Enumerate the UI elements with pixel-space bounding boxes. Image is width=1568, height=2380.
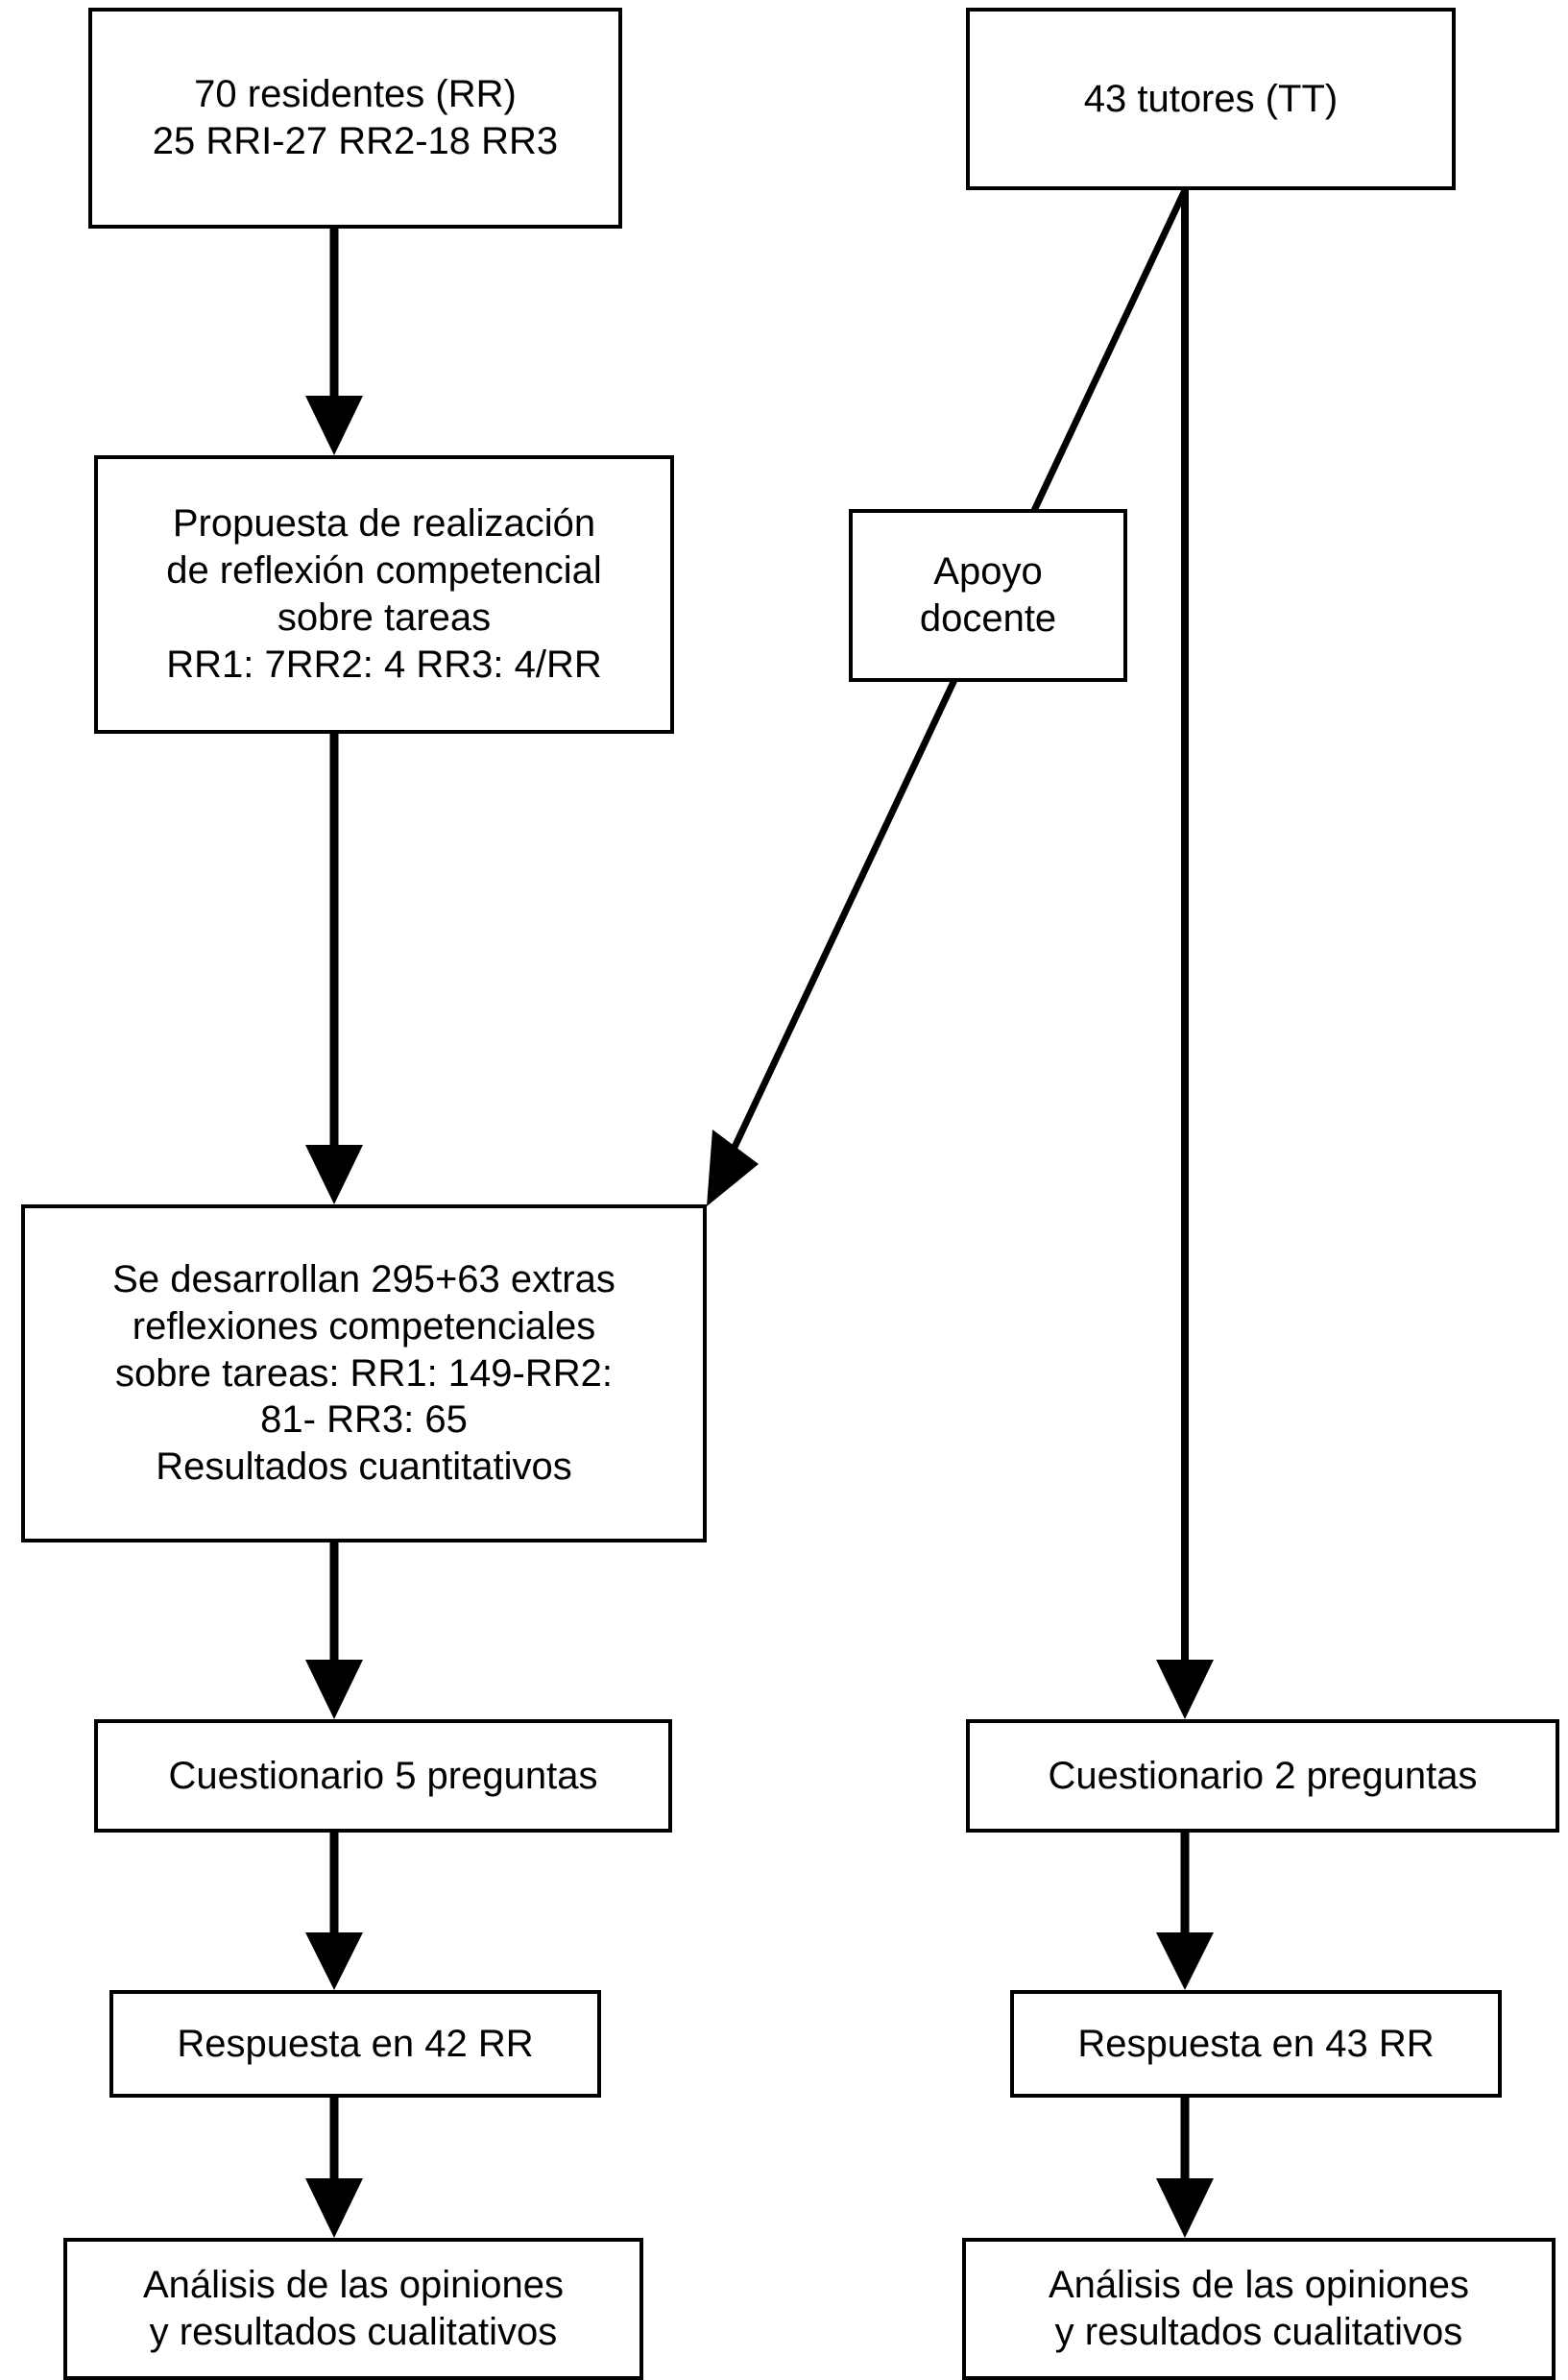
node-desarrollan-reflexiones: Se desarrollan 295+63 extras reflexiones… bbox=[21, 1204, 707, 1542]
node-analisis-opiniones-tutores: Análisis de las opiniones y resultados c… bbox=[962, 2238, 1556, 2380]
node-respuesta-43-rr: Respuesta en 43 RR bbox=[1010, 1990, 1502, 2098]
node-analisis-opiniones-residentes: Análisis de las opiniones y resultados c… bbox=[63, 2238, 643, 2380]
edge-cuestionario5-respuesta42 bbox=[305, 1833, 363, 1990]
node-cuestionario-5-preguntas: Cuestionario 5 preguntas bbox=[94, 1719, 672, 1833]
edge-tutores-cuestionario2 bbox=[1156, 190, 1214, 1719]
node-apoyo-docente: Apoyo docente bbox=[849, 509, 1127, 682]
node-tutores: 43 tutores (TT) bbox=[966, 8, 1456, 190]
edge-respuesta43-analisis2 bbox=[1156, 2098, 1214, 2238]
edge-cuestionario2-respuesta43 bbox=[1156, 1833, 1214, 1990]
edge-propuesta-desarrollan bbox=[305, 734, 363, 1204]
edge-tutores-desarrollan bbox=[707, 188, 1189, 1206]
edge-residentes-propuesta bbox=[305, 229, 363, 455]
edge-respuesta42-analisis1 bbox=[305, 2098, 363, 2238]
node-respuesta-42-rr: Respuesta en 42 RR bbox=[109, 1990, 601, 2098]
node-residentes: 70 residentes (RR) 25 RRI-27 RR2-18 RR3 bbox=[88, 8, 622, 229]
node-propuesta: Propuesta de realización de reflexión co… bbox=[94, 455, 674, 734]
edge-desarrollan-cuestionario5 bbox=[305, 1542, 363, 1719]
node-cuestionario-2-preguntas: Cuestionario 2 preguntas bbox=[966, 1719, 1559, 1833]
